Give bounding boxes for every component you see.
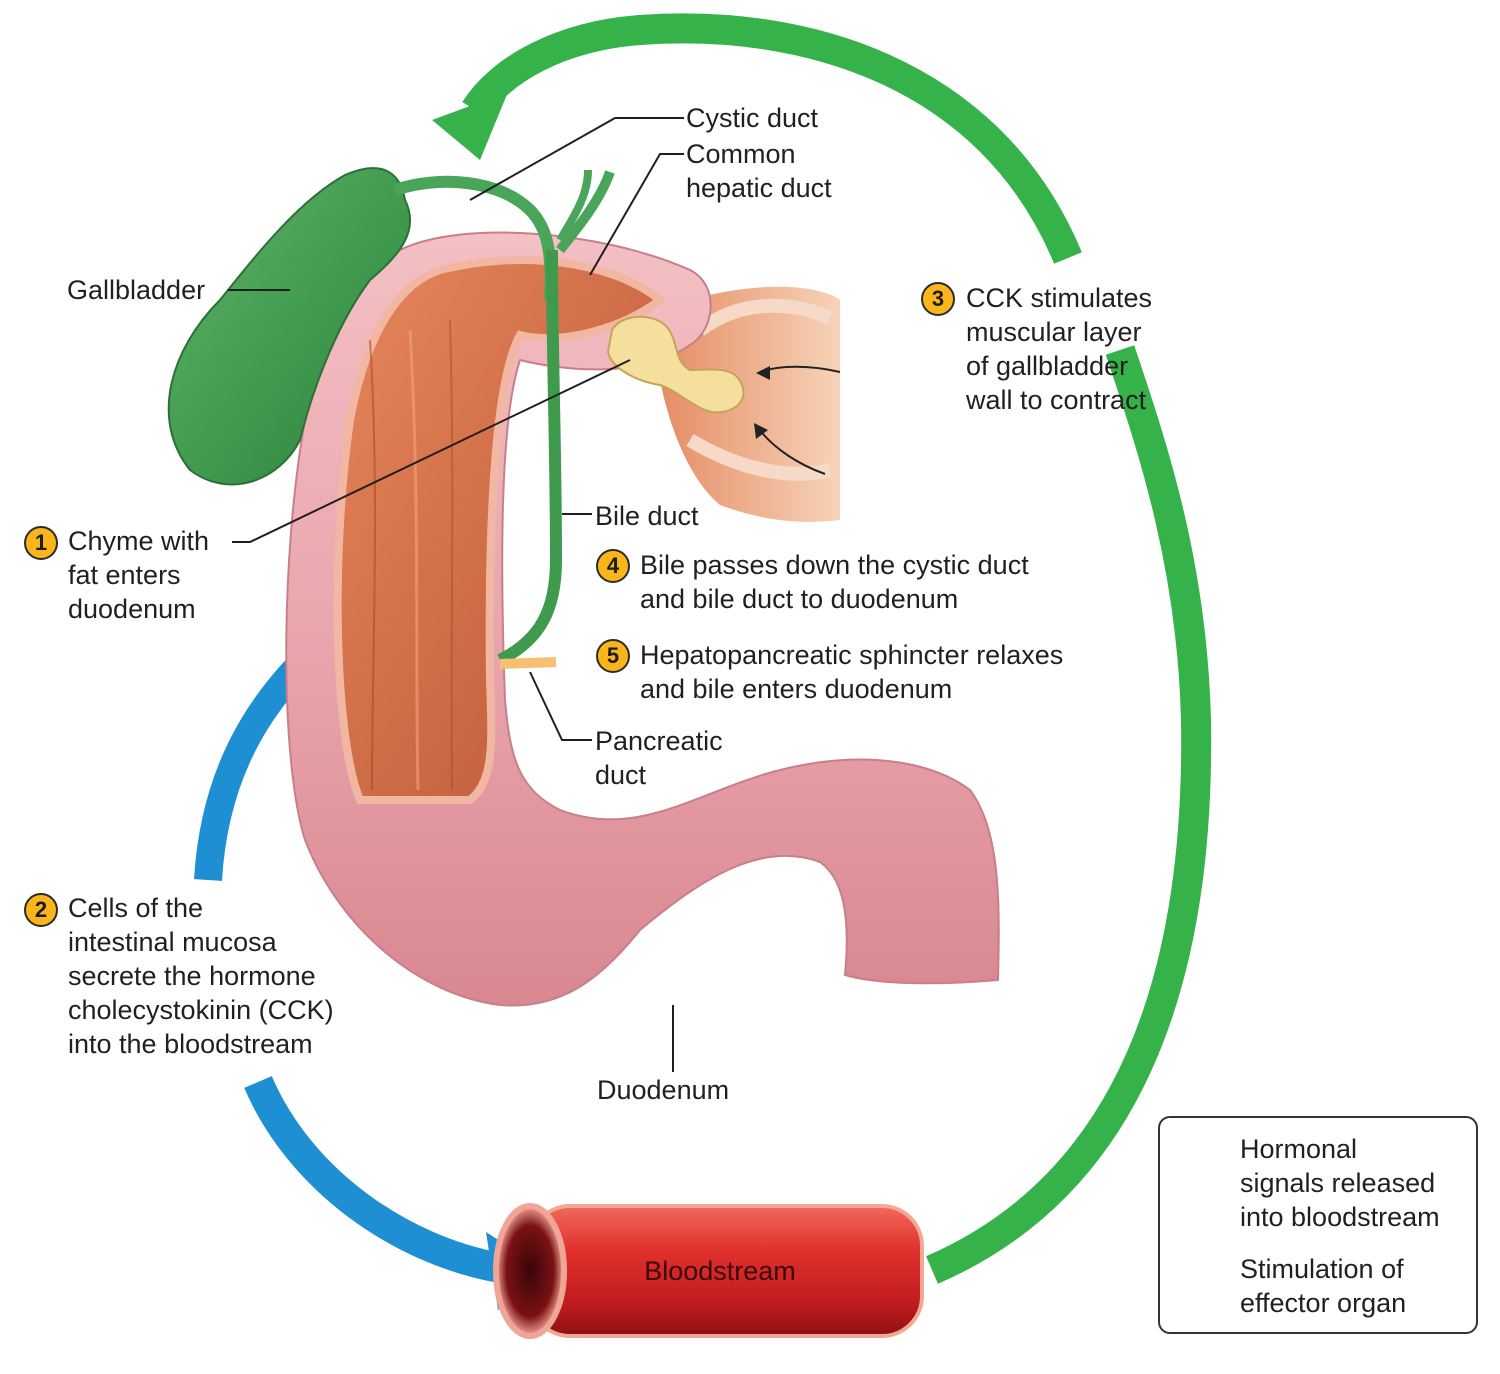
step-2-line: into the bloodstream [68,1029,313,1059]
stimulation-arrow-arc-top [462,13,1082,264]
step-1-line: duodenum [68,594,196,624]
bloodstream-opening [493,1203,567,1339]
label-pancreatic-duct: Pancreatic duct [595,724,723,792]
step-1-line: Chyme with [68,526,210,556]
stimulation-arrowhead [432,92,508,160]
step-1-text: Chyme with fat enters duodenum [68,524,209,626]
step-1-line: fat enters [68,560,181,590]
bile-duct-shape [497,249,563,666]
legend-stimulation-line: effector organ [1240,1288,1407,1318]
leader-chyme [232,359,631,543]
step-4-line: Bile passes down the cystic duct [640,550,1029,580]
step-4-line: and bile duct to duodenum [640,584,959,614]
step-5-badge: 5 [596,639,630,673]
label-pancreatic-duct-line2: duct [595,760,647,790]
label-common-hepatic-duct-line1: Common [686,139,796,169]
stomach [660,286,840,522]
step-3-line: of gallbladder [966,351,1129,381]
pancreatic-duct-shape [499,657,557,669]
chyme-blob [606,315,745,414]
step-2-badge: 2 [24,893,58,927]
label-bloodstream: Bloodstream [644,1256,796,1286]
step-3-line: CCK stimulates [966,283,1153,313]
step-3-text: CCK stimulates muscular layer of gallbla… [966,281,1152,417]
gallbladder [167,167,411,486]
leader-pancreatic-duct [529,671,592,741]
step-2-text: Cells of the intestinal mucosa secrete t… [68,891,334,1061]
step-4-badge: 4 [596,549,630,583]
leader-common-hepatic [589,153,684,276]
stimulation-arrow-arc [926,345,1212,1284]
step-2-line: Cells of the [68,893,204,923]
label-gallbladder: Gallbladder [67,275,206,305]
step-3-badge: 3 [921,282,955,316]
label-pancreatic-duct-line1: Pancreatic [595,726,723,756]
label-common-hepatic-duct-line2: hepatic duct [686,173,832,203]
label-bile-duct: Bile duct [595,501,699,531]
legend-hormonal-line: signals released [1240,1168,1436,1198]
legend-stimulation-line: Stimulation of [1240,1254,1404,1284]
step-3-line: wall to contract [966,385,1147,415]
common-hepatic-duct-shape [556,170,615,254]
legend-hormonal-line: Hormonal [1240,1134,1358,1164]
step-4-text: Bile passes down the cystic duct and bil… [640,548,1029,616]
step-2-line: cholecystokinin (CCK) [68,995,334,1025]
legend-item-stimulation: Stimulation of effector organ [1240,1252,1406,1320]
step-2-line: intestinal mucosa [68,927,277,957]
label-duodenum: Duodenum [597,1075,730,1105]
step-1-badge: 1 [24,526,58,560]
legend-hormonal-line: into bloodstream [1240,1202,1440,1232]
leader-cystic-duct [469,117,684,201]
legend-box: Hormonal signals released into bloodstre… [1158,1116,1478,1334]
label-common-hepatic-duct: Common hepatic duct [686,137,832,205]
legend-item-hormonal: Hormonal signals released into bloodstre… [1240,1132,1440,1234]
step-5-line: and bile enters duodenum [640,674,953,704]
step-3-line: muscular layer [966,317,1142,347]
step-5-text: Hepatopancreatic sphincter relaxes and b… [640,638,1063,706]
hormonal-arrow-lower [244,1075,503,1283]
label-cystic-duct: Cystic duct [686,103,819,133]
step-2-line: secrete the hormone [68,961,316,991]
step-5-line: Hepatopancreatic sphincter relaxes [640,640,1064,670]
